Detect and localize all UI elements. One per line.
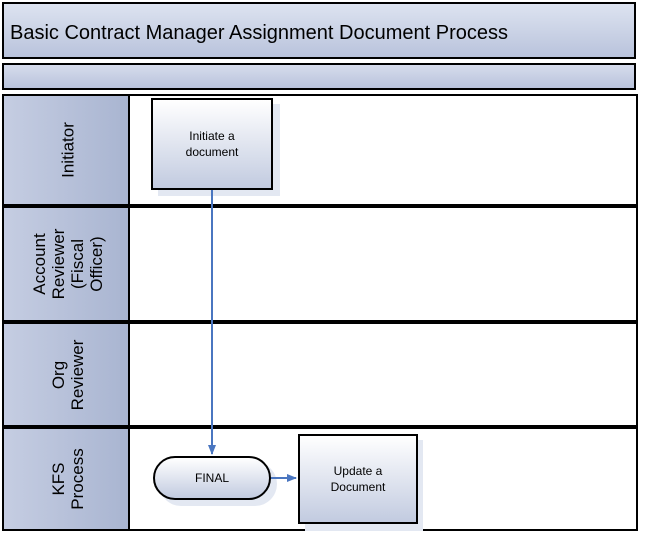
lane-header-account-reviewer: Account Reviewer (Fiscal Officer) <box>2 206 130 322</box>
initiate-document-label: Initiate a document <box>185 129 239 159</box>
final-node: FINAL <box>153 456 271 500</box>
lane-body-org-reviewer <box>130 322 638 427</box>
diagram-title: Basic Contract Manager Assignment Docume… <box>10 22 508 44</box>
lane-body-account-reviewer <box>130 206 638 322</box>
diagram-title-bar: Basic Contract Manager Assignment Docume… <box>2 2 636 59</box>
lane-header-initiator: Initiator <box>2 94 130 206</box>
update-document-node: Update a Document <box>298 434 418 524</box>
lane-org-reviewer: Org Reviewer <box>2 322 638 427</box>
lane-header-kfs-process: KFS Process <box>2 427 130 531</box>
final-label: FINAL <box>194 471 229 485</box>
header-band <box>2 63 636 90</box>
lane-account-reviewer: Account Reviewer (Fiscal Officer) <box>2 206 638 322</box>
lane-header-org-reviewer: Org Reviewer <box>2 322 130 427</box>
update-document-label: Update a Document <box>330 464 386 494</box>
initiate-document-node: Initiate a document <box>151 98 273 190</box>
